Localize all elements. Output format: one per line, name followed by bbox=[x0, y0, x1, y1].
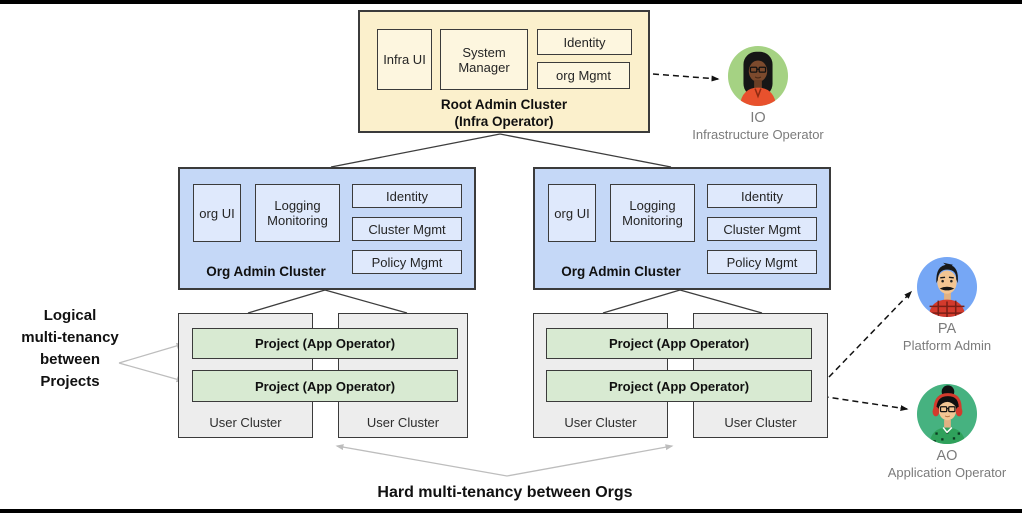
logging-monitoring-box: Logging Monitoring bbox=[255, 184, 340, 242]
ao-avatar-figure bbox=[929, 385, 966, 445]
user-cluster-group-right: User Cluster User Cluster Project (App O… bbox=[533, 313, 828, 438]
infra-ui-box: Infra UI bbox=[377, 29, 432, 90]
org-identity-box: Identity bbox=[352, 184, 462, 208]
ao-avatar-icon bbox=[916, 383, 978, 445]
project-bar: Project (App Operator) bbox=[546, 370, 812, 402]
io-avatar-figure bbox=[739, 51, 777, 107]
persona-io: IO Infrastructure Operator bbox=[683, 45, 833, 142]
right-org-to-user-cluster-2-line bbox=[679, 289, 763, 314]
policy-mgmt-label: Policy Mgmt bbox=[726, 254, 798, 270]
persona-ao: AO Application Operator bbox=[872, 383, 1022, 480]
root-admin-cluster: Infra UI System Manager Identity org Mgm… bbox=[358, 10, 650, 133]
left-org-to-user-cluster-2-line bbox=[324, 289, 408, 314]
annotation-line: multi-tenancy bbox=[21, 329, 119, 346]
logging-monitoring-label: Logging Monitoring bbox=[267, 198, 328, 228]
org-admin-cluster-right: org UI Logging Monitoring Identity Clust… bbox=[533, 167, 831, 290]
pa-avatar-figure bbox=[928, 262, 966, 318]
hard-multitenancy-annotation: Hard multi-tenancy between Orgs bbox=[377, 484, 633, 501]
org-identity-label: Identity bbox=[741, 188, 783, 204]
user-cluster-label: User Cluster bbox=[209, 415, 282, 430]
org-mgmt-box: org Mgmt bbox=[537, 62, 630, 89]
cluster-mgmt-box: Cluster Mgmt bbox=[352, 217, 462, 241]
infra-ui-label: Infra UI bbox=[383, 52, 426, 67]
logging-monitoring-box: Logging Monitoring bbox=[610, 184, 695, 242]
org-ui-label: org UI bbox=[554, 205, 590, 221]
user-cluster-label: User Cluster bbox=[724, 415, 797, 430]
root-identity-box: Identity bbox=[537, 29, 632, 55]
annotation-line: between bbox=[39, 351, 100, 368]
root-to-left-org-line bbox=[330, 133, 501, 168]
root-cluster-title-line1: Root Admin Cluster bbox=[440, 97, 568, 112]
org-ui-box: org UI bbox=[548, 184, 596, 242]
persona-initials: IO bbox=[750, 110, 766, 126]
left-org-to-user-cluster-1-line bbox=[247, 289, 326, 314]
right-org-to-user-cluster-1-line bbox=[602, 289, 681, 314]
system-manager-box: System Manager bbox=[440, 29, 528, 90]
annotation-line: Logical bbox=[43, 307, 97, 324]
top-border-bar bbox=[0, 0, 1022, 4]
org-mgmt-label: org Mgmt bbox=[556, 68, 611, 83]
persona-role: Platform Admin bbox=[902, 338, 992, 353]
persona-pa: PA Platform Admin bbox=[872, 256, 1022, 353]
root-identity-label: Identity bbox=[563, 34, 606, 50]
project-bar: Project (App Operator) bbox=[192, 370, 458, 402]
policy-mgmt-label: Policy Mgmt bbox=[371, 254, 443, 270]
cluster-mgmt-label: Cluster Mgmt bbox=[368, 221, 446, 237]
cluster-mgmt-box: Cluster Mgmt bbox=[707, 217, 817, 241]
cluster-mgmt-label: Cluster Mgmt bbox=[723, 221, 801, 237]
policy-mgmt-box: Policy Mgmt bbox=[352, 250, 462, 274]
persona-initials: AO bbox=[936, 448, 958, 464]
policy-mgmt-box: Policy Mgmt bbox=[707, 250, 817, 274]
persona-initials: PA bbox=[937, 321, 957, 337]
org-identity-box: Identity bbox=[707, 184, 817, 208]
persona-role: Infrastructure Operator bbox=[692, 127, 824, 142]
root-to-right-org-line bbox=[499, 133, 672, 168]
bottom-border-bar bbox=[0, 509, 1022, 513]
io-avatar-icon bbox=[727, 45, 789, 107]
root-cluster-title: Root Admin Cluster (Infra Operator) bbox=[360, 96, 648, 130]
user-cluster-label: User Cluster bbox=[564, 415, 637, 430]
persona-role: Application Operator bbox=[887, 465, 1007, 480]
system-manager-label: System Manager bbox=[458, 44, 510, 75]
user-cluster-group-left: User Cluster User Cluster Project (App O… bbox=[178, 313, 468, 438]
project-bar: Project (App Operator) bbox=[192, 328, 458, 359]
org-identity-label: Identity bbox=[386, 188, 428, 204]
pa-avatar-icon bbox=[916, 256, 978, 318]
annotation-line: Projects bbox=[40, 373, 100, 390]
logging-monitoring-label: Logging Monitoring bbox=[622, 198, 683, 228]
project-bar: Project (App Operator) bbox=[546, 328, 812, 359]
org-admin-cluster-left: org UI Logging Monitoring Identity Clust… bbox=[178, 167, 476, 290]
org-cluster-title: Org Admin Cluster bbox=[561, 264, 681, 279]
org-ui-box: org UI bbox=[193, 184, 241, 242]
org-ui-label: org UI bbox=[199, 205, 235, 221]
org-cluster-title: Org Admin Cluster bbox=[206, 264, 326, 279]
root-cluster-title-line2: (Infra Operator) bbox=[454, 114, 554, 129]
logical-multitenancy-annotation: Logical multi-tenancy between Projects bbox=[0, 305, 140, 393]
user-cluster-label: User Cluster bbox=[366, 415, 440, 430]
hard-tenancy-double-arrow bbox=[335, 444, 674, 477]
